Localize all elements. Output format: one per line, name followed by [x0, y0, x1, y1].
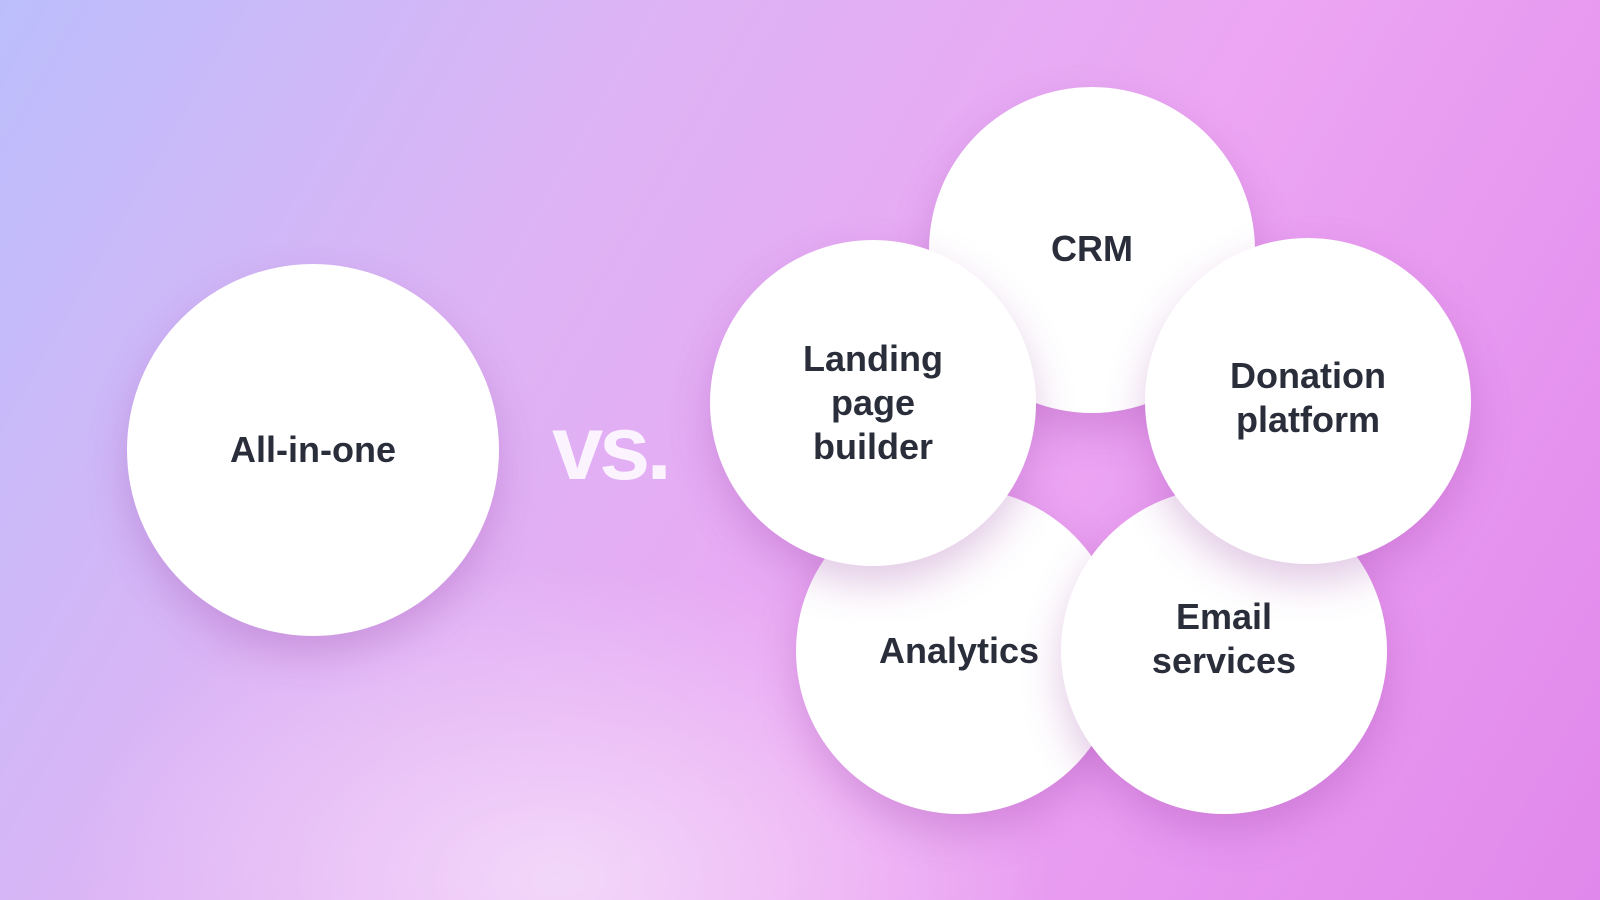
donation-platform-label: Donation platform	[1230, 355, 1386, 440]
email-services-label: Email services	[1151, 596, 1297, 681]
all-in-one-label: All-in-one	[230, 429, 396, 470]
vs-label: vs.	[552, 397, 672, 499]
landing-page-builder-label: Landing page builder	[803, 338, 943, 467]
donation-platform-circle: Donation platform	[1145, 238, 1471, 564]
all-in-one-circle: All-in-one	[127, 264, 499, 636]
landing-page-builder-circle: Landing page builder	[710, 240, 1036, 566]
analytics-label: Analytics	[878, 630, 1040, 671]
crm-label: CRM	[1051, 228, 1133, 269]
email-services-circle: Email services	[1061, 488, 1387, 814]
